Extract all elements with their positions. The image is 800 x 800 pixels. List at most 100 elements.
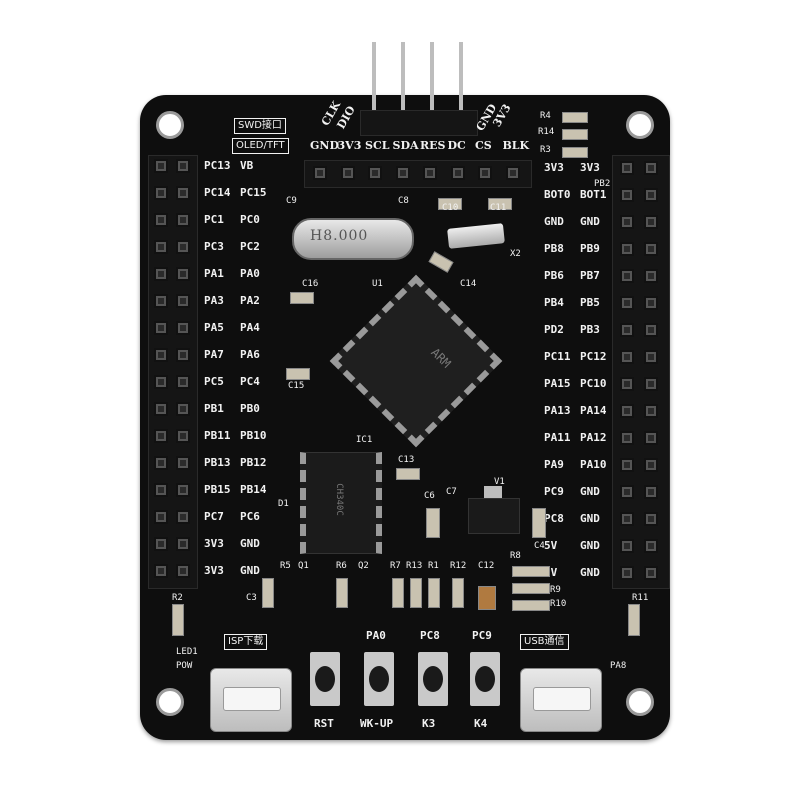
- usb-isp-port[interactable]: [210, 668, 292, 732]
- left-pin-label: PB13: [204, 456, 231, 469]
- cap-c4: [532, 508, 546, 538]
- button-top-label: PC8: [420, 629, 440, 642]
- left-pin-label: PA6: [240, 348, 260, 361]
- header-pin: [505, 166, 520, 180]
- header-pin: [620, 242, 634, 256]
- ref-r8: R8: [510, 551, 521, 561]
- left-pin-label: PC14: [204, 186, 231, 199]
- swd-label: SWD接口: [234, 118, 286, 134]
- right-pin-label: PC11: [544, 350, 571, 363]
- cap-c10: [438, 198, 462, 210]
- header-pin: [620, 161, 634, 175]
- header-pin: [620, 350, 634, 364]
- left-pin-label: PC0: [240, 213, 260, 226]
- crystal-marking: H8.000: [310, 228, 369, 244]
- left-pin-label: PA7: [204, 348, 224, 361]
- button-bottom-label: K3: [422, 717, 436, 730]
- button-k3[interactable]: [418, 652, 448, 706]
- right-pin-label: PA15: [544, 377, 571, 390]
- header-pin: [368, 166, 382, 180]
- header-pin: [644, 242, 658, 256]
- ref-c11: C11: [490, 203, 507, 213]
- header-pin: [450, 166, 465, 180]
- header-pin: [154, 186, 168, 200]
- cap-c12: [478, 586, 496, 610]
- left-pin-label: PC15: [240, 186, 267, 199]
- oled-pin-label: SCL: [365, 139, 390, 152]
- right-pin-label: 5V: [544, 539, 558, 552]
- header-pin: [620, 296, 634, 310]
- ref-r6: R6: [336, 561, 347, 571]
- header-pin: [620, 269, 634, 283]
- button-k4[interactable]: [470, 652, 500, 706]
- usb-comm-port[interactable]: [520, 668, 602, 732]
- ref-r10: R10: [550, 599, 567, 609]
- button-wk-up[interactable]: [364, 652, 394, 706]
- header-pin: [620, 431, 634, 445]
- header-pin: [176, 294, 190, 308]
- header-pin: [644, 566, 658, 580]
- cap-c11: [488, 198, 512, 210]
- oled-pin-label: GND: [310, 139, 339, 152]
- header-pin: [644, 350, 658, 364]
- res-r1: [428, 578, 440, 608]
- header-pin: [644, 431, 658, 445]
- ref-led1: LED1: [176, 647, 198, 657]
- cap-c13: [396, 468, 420, 480]
- crystal-oscillator: H8.000: [292, 218, 414, 260]
- left-pin-label: PB14: [240, 483, 267, 496]
- header-pin: [154, 510, 168, 524]
- header-pin: [154, 429, 168, 443]
- ref-c4: C4: [534, 541, 545, 551]
- ref-r2: R2: [172, 593, 183, 603]
- left-pin-label: PB1: [204, 402, 224, 415]
- header-pin: [620, 539, 634, 553]
- header-pin: [423, 166, 437, 180]
- res-r10: [512, 600, 550, 611]
- right-pin-label: PB4: [544, 296, 564, 309]
- mount-hole-bl: [156, 688, 184, 716]
- ref-r3: R3: [540, 145, 551, 155]
- usb-serial-chip: [300, 452, 382, 554]
- right-pin-label: PC9: [544, 485, 564, 498]
- header-pin: [644, 539, 658, 553]
- ic1-marking: CH340C: [333, 483, 344, 516]
- ref-q2: Q2: [358, 561, 369, 571]
- ref-v1: V1: [494, 477, 505, 487]
- ref-pow: POW: [176, 661, 193, 671]
- header-pin: [154, 483, 168, 497]
- right-pin-label: GND: [580, 215, 600, 228]
- header-pin: [620, 377, 634, 391]
- header-pin: [478, 166, 492, 180]
- right-pin-label: PB5: [580, 296, 600, 309]
- ref-u1: U1: [372, 279, 383, 289]
- right-pin-label: BOT0: [544, 188, 571, 201]
- usb-label: USB通信: [520, 634, 569, 650]
- res-r6: [336, 578, 348, 608]
- ref-c12: C12: [478, 561, 495, 571]
- header-pin: [176, 267, 190, 281]
- ref-q1: Q1: [298, 561, 309, 571]
- left-pin-label: PC13: [204, 159, 231, 172]
- left-pin-label: PA0: [240, 267, 260, 280]
- button-rst[interactable]: [310, 652, 340, 706]
- button-bottom-label: K4: [474, 717, 488, 730]
- ref-c14: C14: [460, 279, 477, 289]
- right-pin-label: PB3: [580, 323, 600, 336]
- left-pin-label: PC4: [240, 375, 260, 388]
- right-pin-label: PB6: [544, 269, 564, 282]
- header-pin: [176, 429, 190, 443]
- header-pin: [154, 537, 168, 551]
- header-pin: [154, 321, 168, 335]
- res-r11: [628, 604, 640, 636]
- right-pin-label: PC12: [580, 350, 607, 363]
- header-pin: [644, 215, 658, 229]
- oled-label: OLED/TFT: [232, 138, 289, 154]
- ref-c13: C13: [398, 455, 415, 465]
- oled-pin-label: BLK: [502, 139, 530, 152]
- header-pin: [644, 377, 658, 391]
- left-pin-label: PB10: [240, 429, 267, 442]
- res-r14: [562, 129, 588, 140]
- ref-c6: C6: [424, 491, 435, 501]
- right-pin-label: 3V3: [580, 161, 600, 174]
